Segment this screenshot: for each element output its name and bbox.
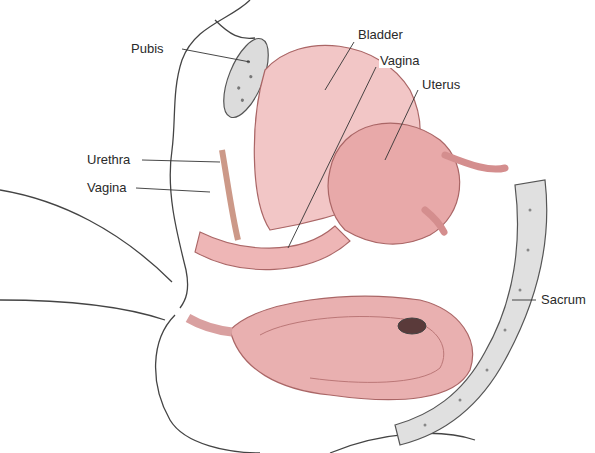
anal-canal (188, 318, 232, 332)
leader-line (182, 49, 250, 62)
part-label: Sacrum (540, 292, 587, 307)
part-label: Bladder (357, 27, 404, 42)
part-label: Urethra (86, 152, 131, 167)
leader-line (136, 188, 210, 192)
vagina (195, 226, 350, 270)
leader-line (288, 67, 376, 248)
leader-line (512, 300, 536, 301)
rectum (230, 296, 473, 399)
leader-lines (136, 42, 536, 300)
part-label: Vagina (86, 180, 128, 195)
opening (398, 318, 426, 334)
leader-line (325, 42, 354, 90)
urethra (222, 150, 238, 240)
leader-line (142, 160, 220, 162)
body-outline (0, 0, 475, 453)
part-label: Vagina (379, 53, 421, 68)
rectum-fold (260, 316, 444, 382)
fallopian-tube (445, 155, 505, 169)
part-label: Uterus (421, 77, 461, 92)
fold-line (215, 20, 255, 38)
thigh-line (0, 300, 165, 320)
ligament (425, 210, 444, 232)
part-label: Pubis (130, 41, 165, 56)
thigh-line (0, 190, 172, 282)
bone-dots (424, 209, 532, 427)
leader-line (385, 90, 418, 160)
sacrum-bone (395, 180, 547, 445)
